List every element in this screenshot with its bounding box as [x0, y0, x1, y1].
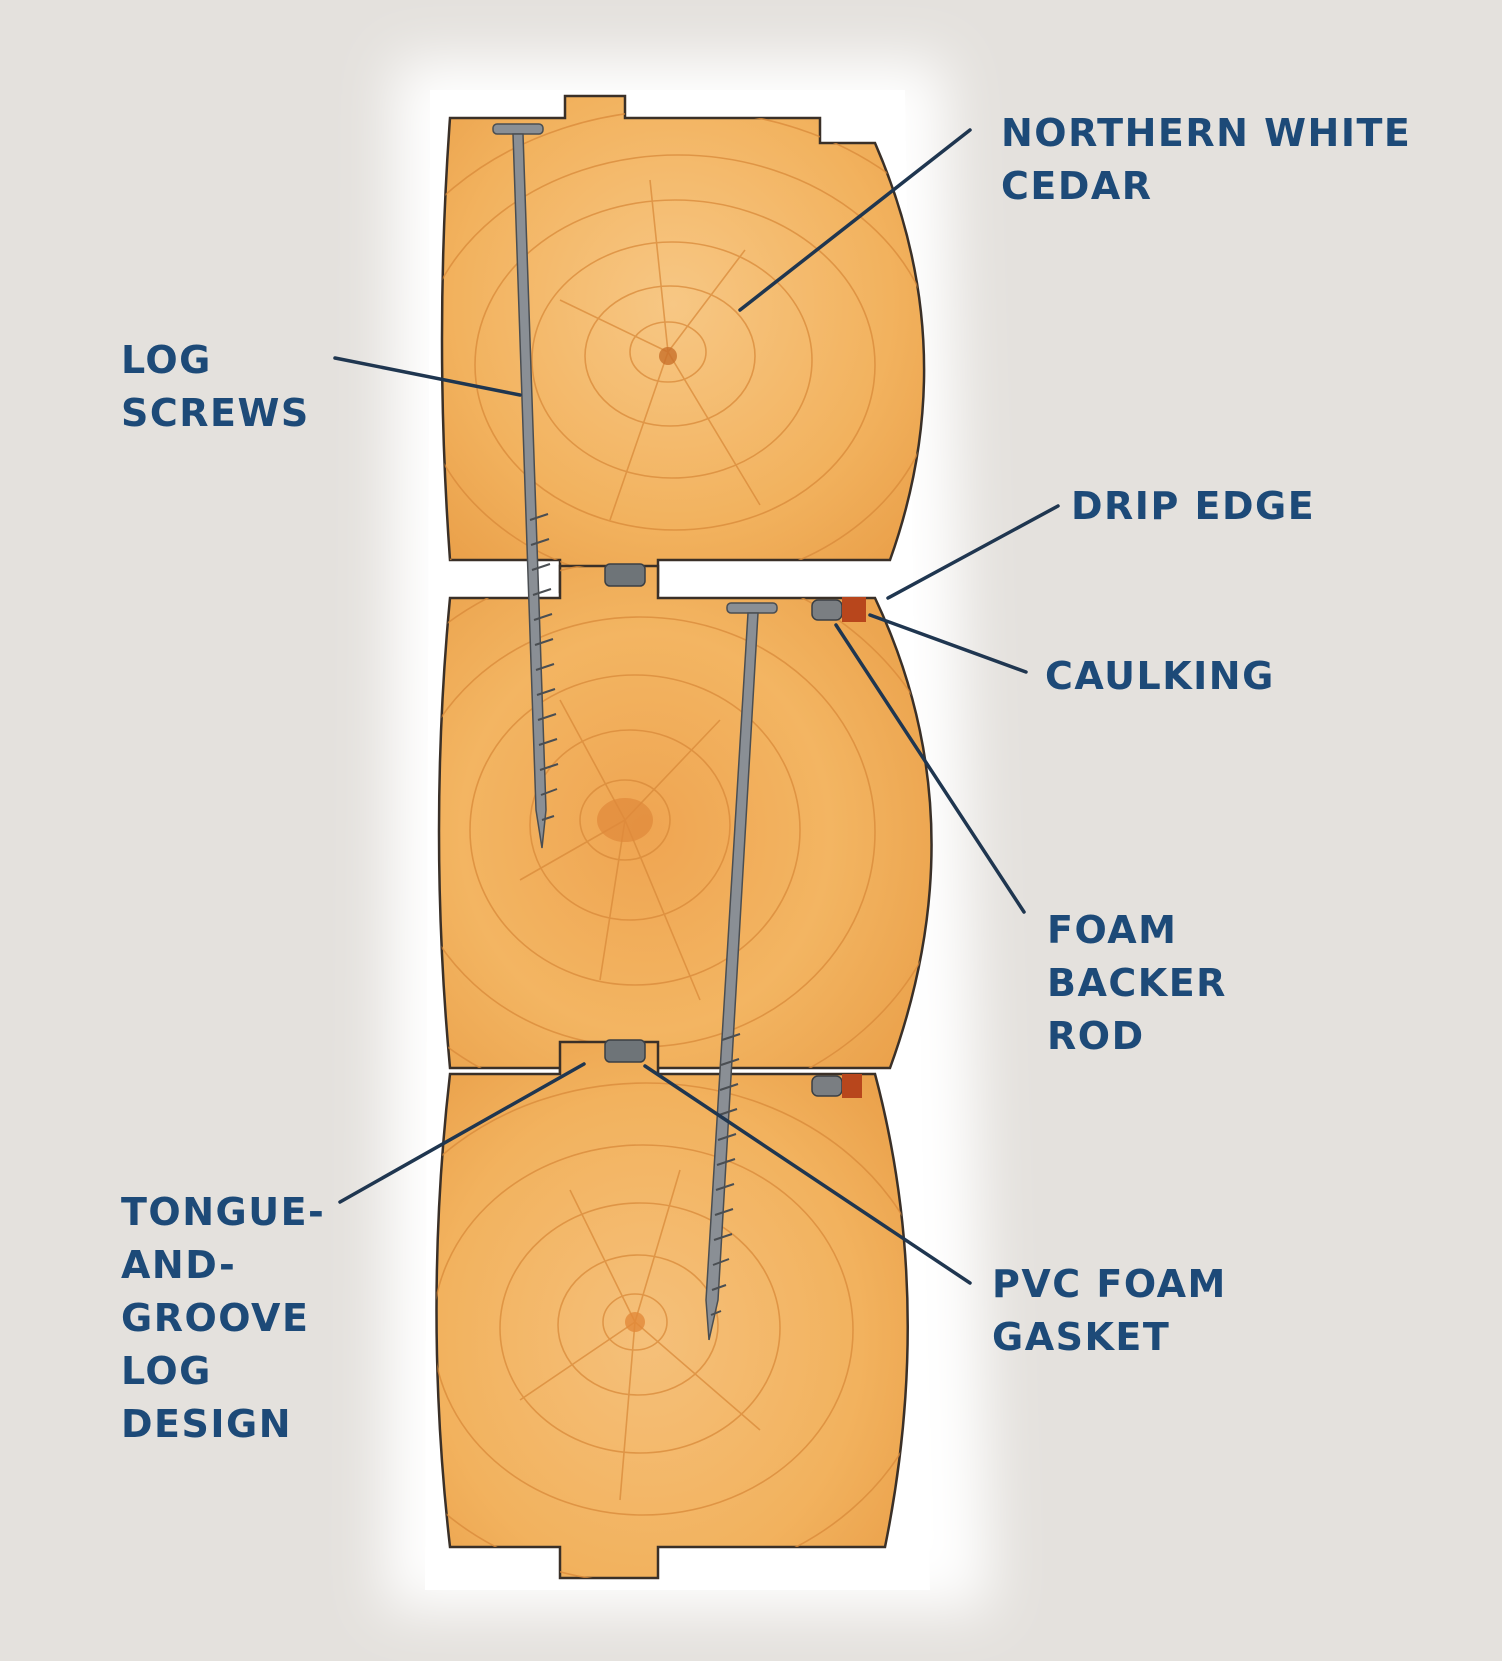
log-middle-pith [597, 798, 653, 842]
leader-tongue-and-groove [338, 1062, 586, 1204]
label-line: ROD [1047, 1014, 1145, 1058]
label-line: BACKER [1047, 961, 1227, 1005]
label-line: AND- [121, 1243, 237, 1287]
foam-backer-rod-upper [811, 599, 843, 621]
label-line: DESIGN [121, 1402, 293, 1446]
pvc-gasket-upper [604, 563, 646, 587]
log-screw-left [492, 123, 559, 849]
caulking-lower [842, 1074, 862, 1098]
log-middle [437, 564, 933, 1100]
log-bottom [435, 1040, 909, 1580]
leader-pvc-foam-gasket [643, 1064, 972, 1285]
label-line: GROOVE [121, 1296, 310, 1340]
label-drip-edge: DRIP EDGE [1071, 480, 1315, 533]
leader-drip-edge [886, 504, 1060, 600]
label-line: PVC FOAM [992, 1262, 1227, 1306]
log-screw-right [705, 602, 778, 1341]
label-log-screws: LOG SCREWS [121, 334, 310, 440]
caulking-upper [842, 597, 866, 622]
leader-foam-backer-rod [834, 623, 1026, 914]
label-line: LOG [121, 338, 212, 382]
leader-northern-white-cedar [738, 128, 972, 312]
label-line: SCREWS [121, 391, 310, 435]
label-line: LOG [121, 1349, 212, 1393]
label-northern-white-cedar: NORTHERN WHITE CEDAR [1001, 107, 1411, 213]
label-foam-backer-rod: FOAM BACKER ROD [1047, 904, 1227, 1063]
foam-backer-rod-lower [811, 1075, 843, 1097]
leader-caulking [868, 613, 1028, 674]
label-line: NORTHERN WHITE [1001, 111, 1412, 155]
label-line: CAULKING [1045, 654, 1275, 698]
log-top-pith [659, 347, 677, 365]
label-pvc-foam-gasket: PVC FOAM GASKET [992, 1258, 1227, 1364]
label-line: TONGUE- [121, 1190, 326, 1234]
log-top [440, 94, 926, 594]
label-caulking: CAULKING [1045, 650, 1275, 703]
log-bottom-pith [625, 1312, 645, 1332]
label-line: CEDAR [1001, 164, 1153, 208]
pvc-gasket-lower [604, 1039, 646, 1063]
leader-log-screws [333, 356, 522, 397]
label-line: DRIP EDGE [1071, 484, 1316, 528]
label-tongue-and-groove: TONGUE- AND- GROOVE LOG DESIGN [121, 1186, 325, 1451]
label-line: FOAM [1047, 908, 1178, 952]
label-line: GASKET [992, 1315, 1171, 1359]
